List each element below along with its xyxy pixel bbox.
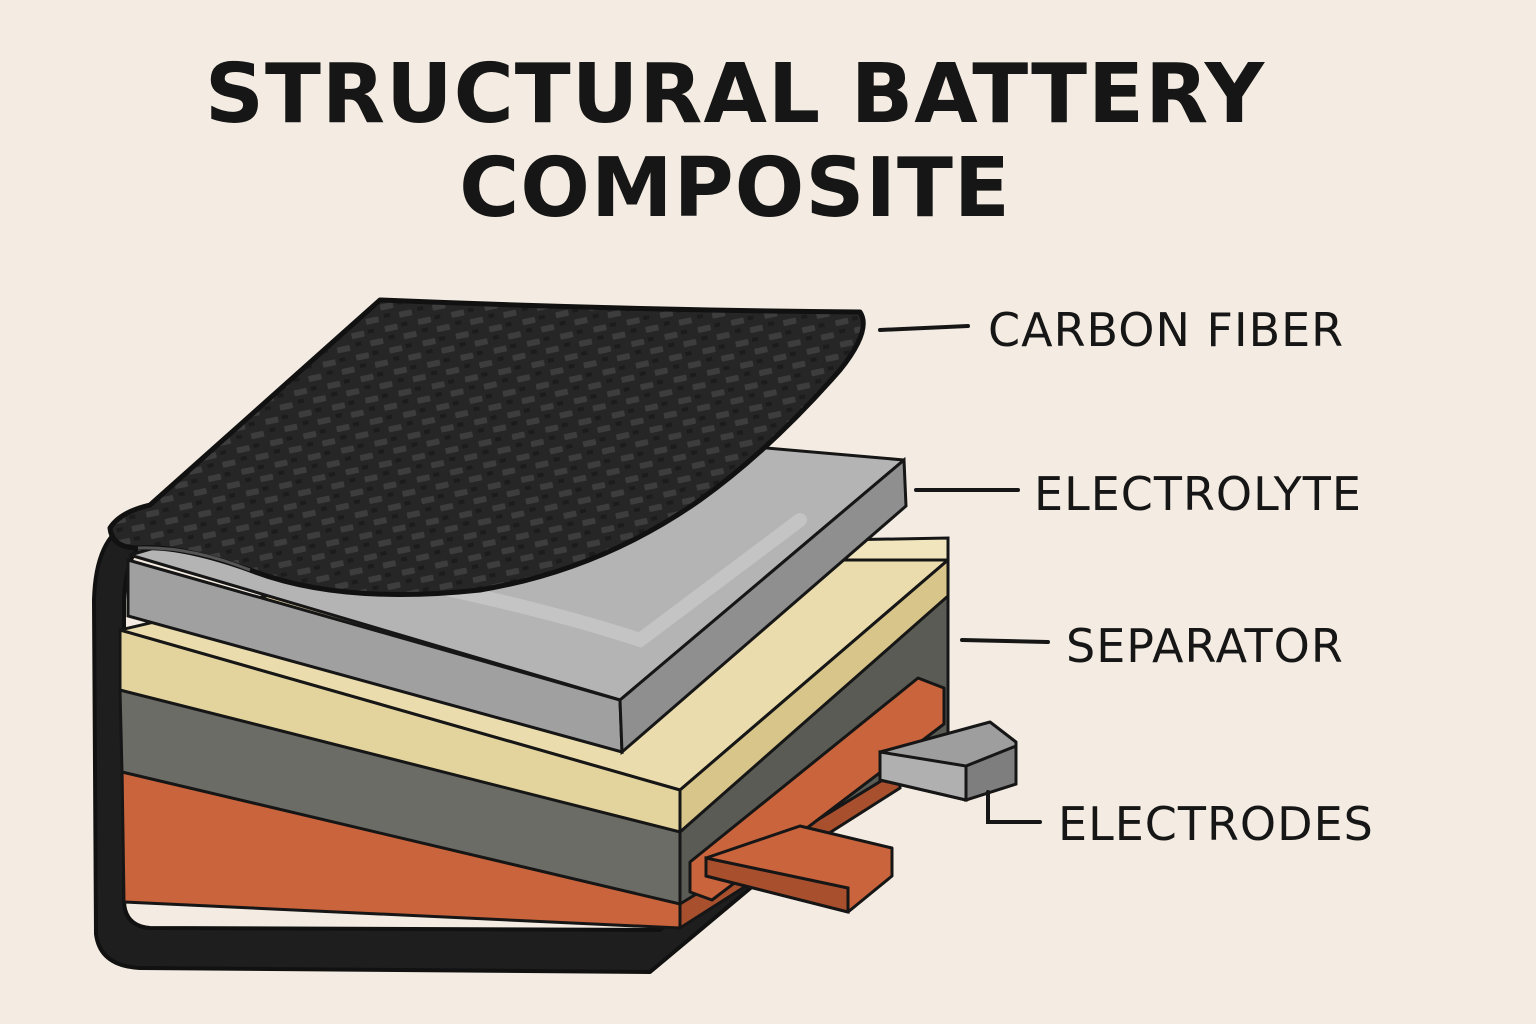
diagram-title: STRUCTURAL BATTERY COMPOSITE	[0, 48, 1470, 236]
label-electrolyte: ELECTROLYTE	[1034, 467, 1362, 521]
carbon-fiber-sheet	[107, 297, 866, 597]
carbon-fiber-wrap	[92, 518, 762, 974]
title-line-1: STRUCTURAL BATTERY	[204, 47, 1266, 142]
gray-electrode-tab	[878, 720, 1018, 803]
callout-lines	[878, 324, 1050, 824]
label-separator: SEPARATOR	[1066, 619, 1344, 673]
label-carbon-fiber: CARBON FIBER	[988, 303, 1344, 357]
callout-line-carbon-fiber	[878, 324, 970, 332]
title-line-2: COMPOSITE	[459, 141, 1011, 236]
copper-electrode-tab	[704, 824, 894, 914]
callout-line-separator	[960, 638, 1050, 644]
callout-line-electrodes	[986, 790, 1042, 824]
label-electrodes: ELECTRODES	[1058, 797, 1374, 851]
